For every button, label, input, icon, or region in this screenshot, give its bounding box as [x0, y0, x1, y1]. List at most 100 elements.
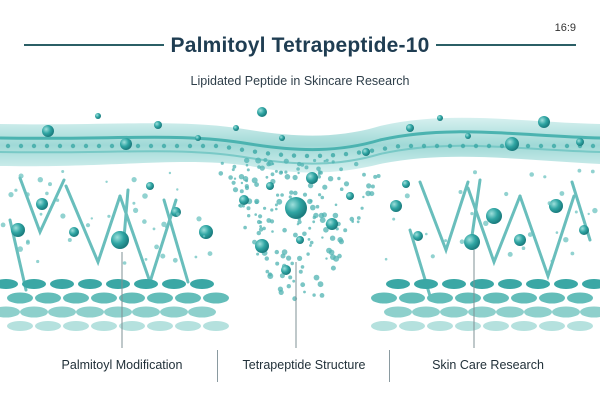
band-dot — [226, 145, 232, 150]
small-dot — [17, 246, 24, 252]
small-dot — [590, 169, 595, 174]
cluster-dot — [231, 168, 235, 172]
cluster-dot — [362, 172, 366, 177]
cluster-dot — [288, 275, 293, 280]
cluster-dot — [266, 218, 272, 223]
band-dot — [551, 143, 557, 149]
molecule — [413, 231, 423, 241]
cluster-dot — [242, 176, 249, 182]
small-dot — [133, 207, 139, 213]
cluster-dot — [284, 170, 288, 174]
cluster-dot — [233, 177, 237, 180]
cluster-dot — [286, 284, 291, 289]
label-divider-2 — [389, 350, 390, 382]
cluster-dot — [300, 265, 305, 269]
molecule — [146, 182, 154, 190]
small-dot — [444, 239, 448, 243]
peptide-sphere — [285, 197, 307, 219]
band-dot — [187, 143, 193, 149]
band-dot — [109, 143, 115, 149]
small-dot — [470, 212, 474, 216]
small-dot — [152, 227, 156, 231]
cluster-dot — [247, 214, 251, 218]
cluster-dot — [258, 227, 264, 232]
peptide-sphere — [326, 218, 338, 230]
molecule — [402, 180, 410, 188]
molecule — [390, 200, 402, 212]
small-dot — [45, 191, 49, 196]
cluster-dot — [339, 187, 344, 191]
cell — [188, 306, 216, 318]
label-divider-1 — [217, 350, 218, 382]
cluster-dot — [244, 184, 249, 189]
cluster-dot — [356, 216, 361, 220]
cell — [134, 279, 158, 289]
aspect-ratio-label: 16:9 — [554, 22, 576, 34]
cluster-dot — [318, 170, 323, 175]
small-dot — [144, 258, 148, 261]
cluster-dot — [259, 220, 263, 224]
molecule — [406, 124, 414, 132]
cluster-dot — [292, 174, 298, 181]
small-dot — [154, 244, 160, 250]
molecule — [171, 207, 181, 217]
small-dot — [547, 201, 552, 206]
cluster-dot — [218, 171, 224, 176]
band-dot — [408, 143, 414, 149]
cell — [567, 321, 593, 331]
cell — [552, 306, 580, 318]
molecule — [465, 133, 471, 139]
cell — [119, 321, 145, 331]
band-dot — [525, 143, 531, 149]
small-dot — [172, 257, 178, 263]
peptide-sphere — [306, 172, 318, 184]
cell — [511, 321, 537, 331]
molecule — [195, 135, 201, 141]
cell — [427, 321, 453, 331]
cell — [455, 321, 481, 331]
molecule — [120, 138, 132, 150]
cell — [496, 306, 524, 318]
cluster-dot — [256, 252, 260, 256]
cluster-dot — [312, 220, 316, 224]
cell — [455, 292, 481, 304]
cluster-dot — [307, 238, 311, 241]
cluster-dot — [304, 165, 309, 170]
cluster-dot — [317, 281, 324, 288]
small-dot — [18, 173, 24, 179]
small-dot — [37, 177, 43, 183]
molecule — [11, 223, 25, 237]
cell — [442, 279, 466, 289]
cell — [371, 321, 397, 331]
cluster-dot — [274, 169, 278, 173]
small-dot — [521, 246, 526, 250]
cluster-dot — [271, 230, 274, 233]
cluster-dot — [289, 190, 294, 195]
cell — [175, 321, 201, 331]
molecule — [514, 234, 526, 246]
cluster-dot — [325, 257, 328, 260]
band-dot — [44, 143, 50, 149]
cluster-dot — [220, 161, 224, 165]
cell — [384, 306, 412, 318]
cell — [468, 306, 496, 318]
cluster-dot — [315, 204, 320, 209]
cell — [91, 292, 117, 304]
cell — [63, 321, 89, 331]
band-dot — [161, 143, 167, 149]
cluster-dot — [246, 168, 250, 172]
cluster-dot — [309, 244, 312, 247]
cluster-dot — [290, 261, 295, 266]
cell — [104, 306, 132, 318]
cluster-dot — [329, 235, 336, 241]
cluster-dot — [231, 180, 236, 185]
cluster-dot — [297, 171, 300, 175]
cluster-dot — [296, 167, 300, 171]
band-dot — [317, 153, 323, 159]
cluster-dot — [330, 265, 336, 271]
cell — [119, 292, 145, 304]
small-dot — [563, 237, 569, 243]
cluster-dot — [335, 227, 339, 231]
cell-layers — [0, 279, 600, 331]
cluster-dot — [343, 228, 348, 233]
